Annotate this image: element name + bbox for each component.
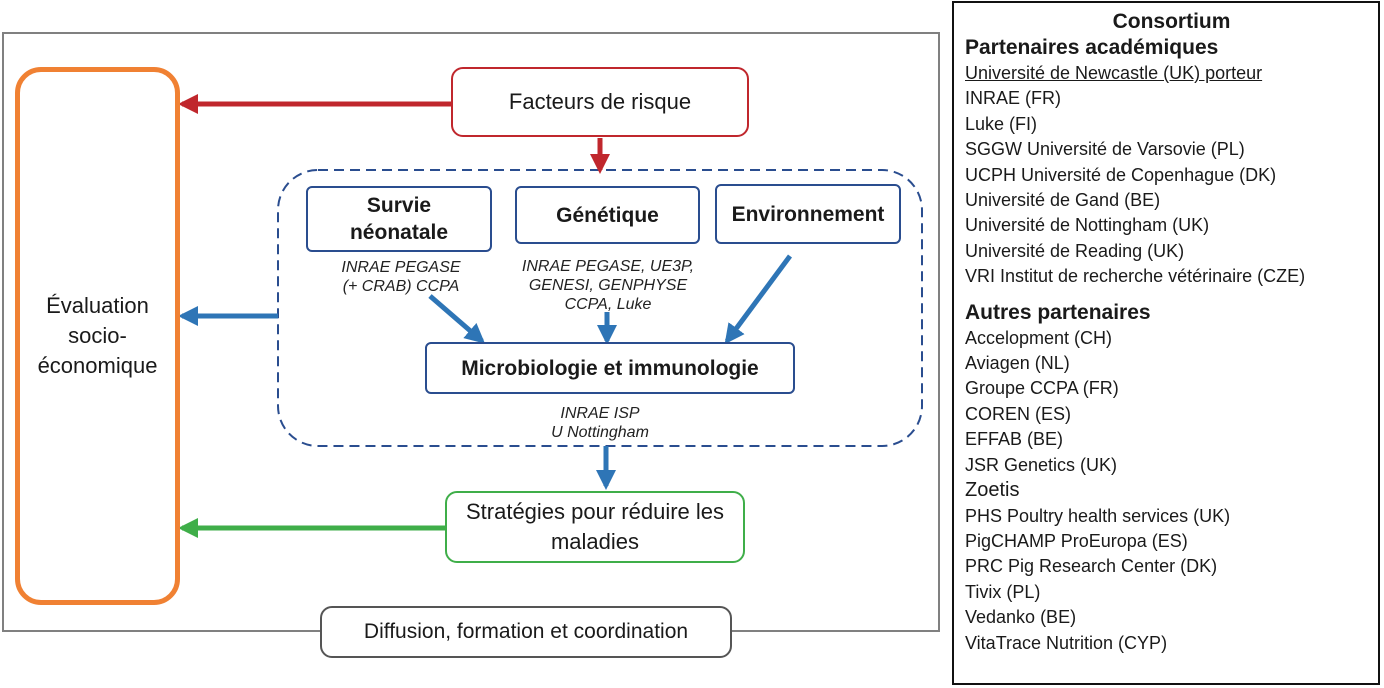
genetics-partners-line-1: INRAE PEGASE, UE3P, — [521, 258, 695, 275]
other-partner: PRC Pig Research Center (DK) — [965, 556, 1218, 577]
diffusion-label: Diffusion, formation et coordination — [363, 620, 689, 643]
other-partner: Vedanko (BE) — [965, 607, 1077, 628]
other-partner: Accelopment (CH) — [965, 327, 1113, 348]
other-partner: Zoetis — [965, 479, 1020, 502]
academic-partner: INRAE (FR) — [965, 88, 1061, 109]
academic-partner: Université de Gand (BE) — [965, 190, 1161, 211]
other-partner: Tivix (PL) — [965, 581, 1041, 602]
genetics-partners-line-3: CCPA, Luke — [564, 296, 652, 313]
academic-heading: Partenaires académiques — [965, 36, 1219, 59]
academic-partner: UCPH Université de Copenhague (DK) — [965, 164, 1277, 185]
environment-box: Environnement — [715, 184, 901, 244]
academic-partner: Luke (FI) — [965, 113, 1038, 134]
microbiology-box: Microbiologie et immunologie — [425, 342, 795, 394]
micro-partners: INRAE ISP U Nottingham — [500, 404, 700, 442]
other-partner: PigCHAMP ProEuropa (ES) — [965, 530, 1188, 551]
academic-partner: Université de Reading (UK) — [965, 240, 1185, 261]
other-partner: VitaTrace Nutrition (CYP) — [965, 632, 1168, 653]
survival-to-micro-arrow — [428, 294, 486, 344]
evaluation-box: Évaluation socio-économique — [15, 67, 180, 605]
consortium-title: Consortium — [1112, 10, 1231, 33]
strategies-box: Stratégies pour réduire les maladies — [445, 491, 745, 563]
microbiology-label: Microbiologie et immunologie — [461, 356, 759, 380]
academic-partner: Université de Nottingham (UK) — [965, 215, 1210, 236]
strategies-label: Stratégies pour réduire les maladies — [465, 499, 725, 554]
other-partner: Aviagen (NL) — [965, 353, 1070, 374]
survival-label: Survie néonatale — [349, 194, 449, 244]
diffusion-box: Diffusion, formation et coordination — [320, 606, 732, 658]
other-partner: JSR Genetics (UK) — [965, 454, 1118, 475]
environment-to-micro-arrow — [724, 254, 793, 345]
consortium-panel: Consortium Partenaires académiques Unive… — [952, 1, 1380, 685]
evaluation-label: Évaluation socio-économique — [37, 293, 158, 378]
genetics-label: Génétique — [556, 203, 659, 227]
other-partner: PHS Poultry health services (UK) — [965, 505, 1231, 526]
genetics-partners-line-2: GENESI, GENPHYSE — [528, 277, 688, 294]
micro-partners-line-2: U Nottingham — [551, 424, 649, 441]
survival-box: Survie néonatale — [306, 186, 492, 252]
other-partner: Groupe CCPA (FR) — [965, 378, 1119, 399]
micro-partners-line-1: INRAE ISP — [560, 405, 640, 422]
genetics-partners: INRAE PEGASE, UE3P, GENESI, GENPHYSE CCP… — [490, 257, 726, 314]
other-heading: Autres partenaires — [965, 300, 1151, 324]
academic-partner: VRI Institut de recherche vétérinaire (C… — [965, 266, 1306, 287]
academic-partner: SGGW Université de Varsovie (PL) — [965, 139, 1245, 160]
academic-partner: Université de Newcastle (UK) porteur — [965, 63, 1263, 83]
other-partner: COREN (ES) — [965, 403, 1072, 424]
survival-partners-line-2: (+ CRAB) CCPA — [342, 278, 460, 295]
survival-partners-line-1: INRAE PEGASE — [341, 259, 461, 276]
other-partner: EFFAB (BE) — [965, 429, 1064, 450]
genetics-box: Génétique — [515, 186, 700, 244]
survival-partners: INRAE PEGASE (+ CRAB) CCPA — [306, 258, 496, 296]
risk-factors-box: Facteurs de risque — [451, 67, 749, 137]
risk-factors-label: Facteurs de risque — [508, 89, 692, 114]
environment-label: Environnement — [731, 202, 885, 226]
